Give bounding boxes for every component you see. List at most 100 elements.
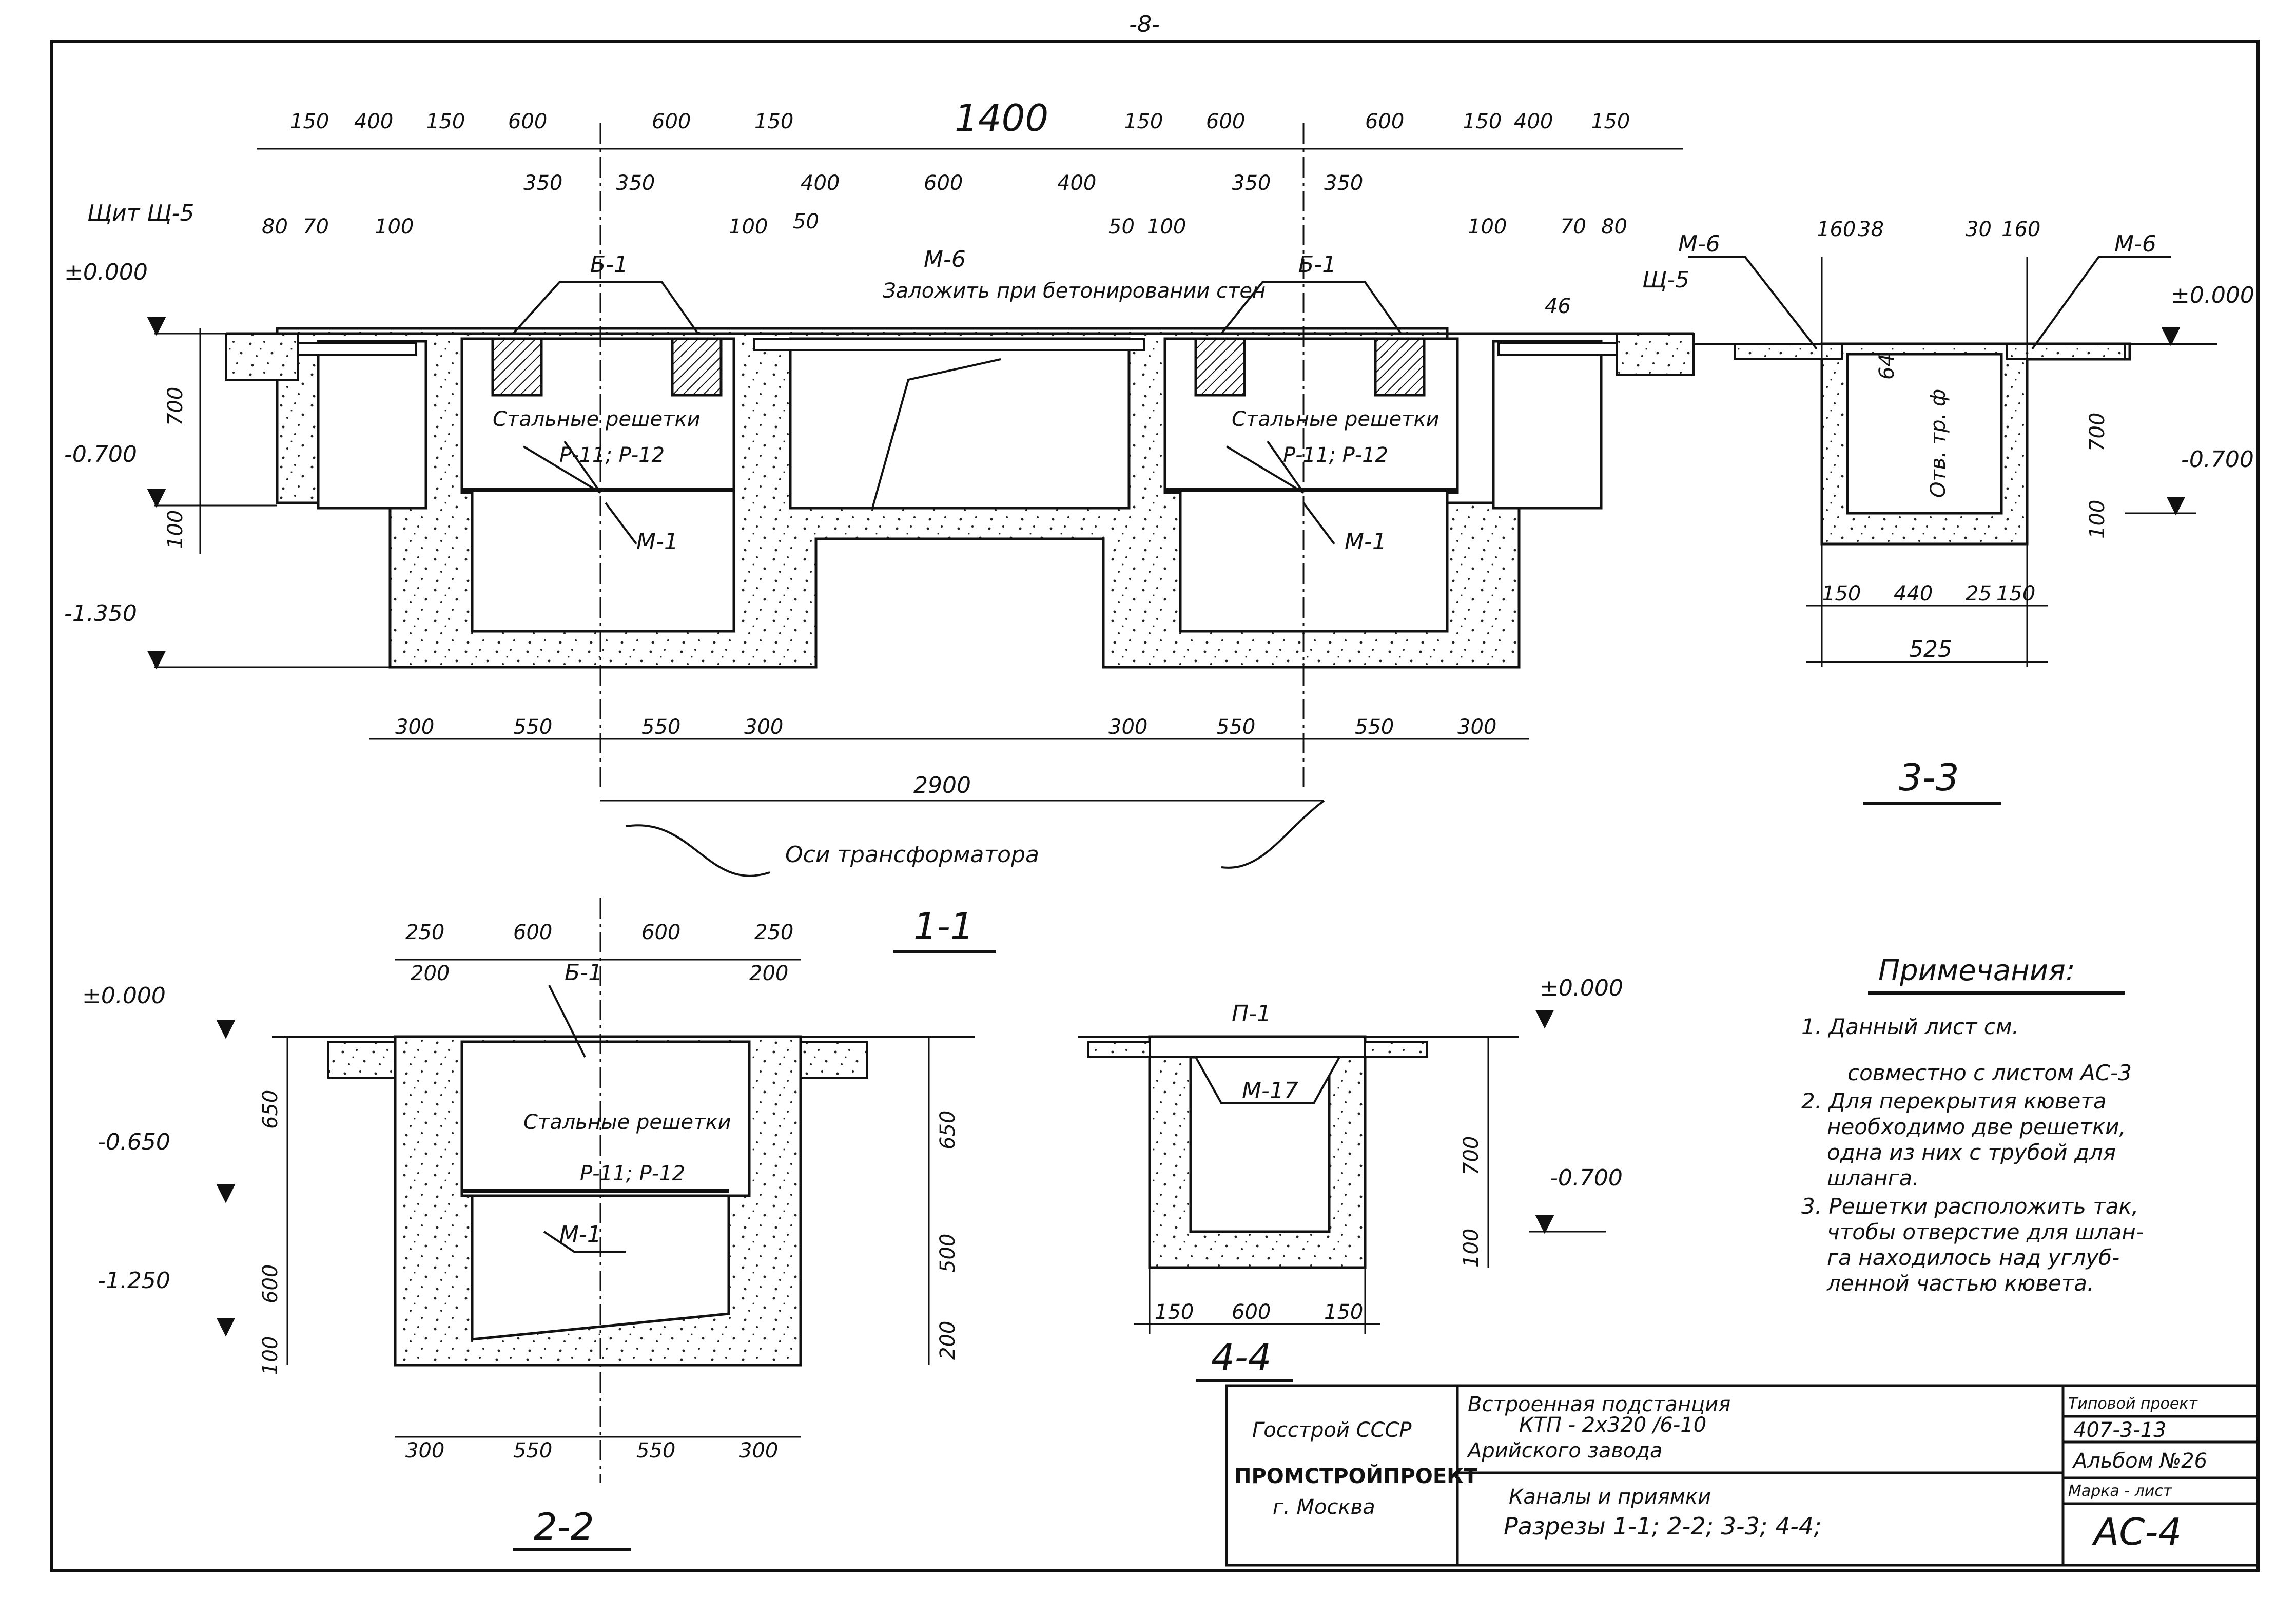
s22-lv-2: 600	[259, 1264, 282, 1303]
note-line-4: необходимо две решетки,	[1827, 1114, 2126, 1139]
tb-org2: ПРОМСТРОЙПРОЕКТ	[1234, 1464, 1478, 1488]
label-grates-left: Стальные решетки	[493, 407, 701, 431]
label-m6: М-6	[924, 246, 966, 272]
left-well	[460, 337, 735, 633]
dim-8: 150	[1124, 110, 1163, 133]
s22-grates: Стальные решетки	[523, 1111, 731, 1134]
dim-3: 150	[426, 110, 465, 133]
s22-bot-2: 550	[513, 1439, 552, 1463]
left-channel	[317, 340, 427, 510]
s44-level-700: -0.700	[1550, 1165, 1623, 1191]
sheet-frame	[50, 40, 2260, 1572]
tb-sheet-1: Каналы и приямки	[1509, 1485, 1711, 1509]
s33-level-700: -0.700	[2181, 446, 2254, 473]
small-dim-6: 50	[1108, 215, 1135, 239]
s33-vdim-700: 700	[2086, 413, 2109, 452]
label-b1-left: Б-1	[590, 251, 628, 278]
s44-vdim-700: 700	[1460, 1136, 1483, 1175]
label-46: 46	[1545, 295, 1571, 318]
label-grates-right-sub: Р-11; Р-12	[1283, 443, 1388, 467]
section-4-4-title: 4-4	[1211, 1336, 1272, 1379]
page-number: -8-	[1129, 11, 1160, 37]
tb-mark-label: Марка - лист	[2068, 1482, 2173, 1500]
s22-level-1250: -1.250	[98, 1268, 170, 1294]
bot-dim-3: 550	[641, 715, 680, 739]
s22-inner-1: 200	[411, 962, 450, 985]
s22-top-2: 600	[513, 921, 552, 944]
small-dim-9: 70	[1560, 215, 1586, 239]
s22-rv-1: 650	[936, 1111, 960, 1150]
dim-10: 600	[1365, 110, 1404, 133]
s33-bot-2: 440	[1894, 582, 1933, 606]
bot-dim-8: 300	[1457, 715, 1496, 739]
bot-dim-2: 550	[513, 715, 552, 739]
s22-level-650: -0.650	[98, 1129, 170, 1155]
inner-dim-r2: 350	[1324, 171, 1363, 195]
section-3-3	[1688, 256, 2217, 667]
dim-11: 150	[1463, 110, 1502, 133]
small-dim-10: 80	[1601, 215, 1627, 239]
s33-top-2: 38	[1858, 218, 1884, 241]
s33-vdim-64: 64	[1875, 354, 1899, 380]
label-grates-right: Стальные решетки	[1232, 407, 1439, 431]
s22-top-3: 600	[641, 921, 680, 944]
inner-dim-m3: 400	[1057, 171, 1096, 195]
label-grates-left-sub: Р-11; Р-12	[559, 443, 665, 467]
s33-level-0: ±0.000	[2171, 282, 2254, 308]
tb-sheet-2: Разрезы 1-1; 2-2; 3-3; 4-4;	[1504, 1512, 1822, 1540]
s33-top-4: 160	[2001, 218, 2040, 241]
s22-rv-3: 200	[936, 1321, 960, 1360]
inner-dim-m1: 400	[801, 171, 840, 195]
section-1-1-title: 1-1	[913, 905, 974, 948]
s22-lv-3: 100	[259, 1336, 282, 1375]
bot-dim-6: 550	[1216, 715, 1255, 739]
title-block	[1225, 1384, 2260, 1567]
s33-pipe: Отв. тр. ф	[1927, 389, 1950, 498]
tb-type-label: Типовой проект	[2068, 1395, 2198, 1413]
inner-dim-l2: 350	[616, 171, 655, 195]
s33-bot-1: 150	[1822, 582, 1861, 606]
label-b1-right: Б-1	[1298, 251, 1336, 278]
section-4-4	[1078, 1010, 1606, 1334]
small-dim-8: 100	[1468, 215, 1507, 239]
s22-level-0: ±0.000	[82, 983, 166, 1009]
tb-org1: Госстрой СССР	[1252, 1418, 1412, 1442]
dim-5: 600	[652, 110, 691, 133]
dim-1: 150	[290, 110, 329, 133]
s44-vdim-100: 100	[1460, 1229, 1483, 1268]
dim-13: 150	[1591, 110, 1630, 133]
bot-dim-1: 300	[395, 715, 434, 739]
s22-inner-2: 200	[749, 962, 788, 985]
s22-bot-3: 550	[636, 1439, 675, 1463]
section-3-3-title: 3-3	[1899, 756, 1959, 799]
tb-mark-value: АС-4	[2092, 1510, 2182, 1553]
right-well	[1163, 337, 1459, 633]
notes-block: Примечания: 1. Данный лист см. совместно…	[1801, 954, 2144, 1296]
section-2-2-title: 2-2	[534, 1505, 594, 1548]
section-2-2-text: 250 600 600 250 200 200 Б-1 ±0.000 -0.65…	[82, 921, 960, 1551]
label-m1-left: М-1	[636, 529, 678, 555]
note-line-2: совместно с листом АС-3	[1847, 1060, 2132, 1085]
note-line-9: га находилось над углуб-	[1827, 1245, 2119, 1270]
level-700: -0.700	[64, 441, 137, 468]
small-dim-2: 70	[303, 215, 329, 239]
s44-bot-3: 150	[1324, 1300, 1363, 1324]
beam-b1-right-2	[1374, 337, 1426, 397]
span-dim: 2900	[913, 772, 971, 798]
tb-org3: г. Москва	[1273, 1495, 1375, 1519]
s22-top-4: 250	[754, 921, 793, 944]
s33-vdim-100: 100	[2086, 500, 2109, 539]
tb-album: Альбом №26	[2072, 1449, 2207, 1473]
s44-level-0: ±0.000	[1540, 975, 1623, 1001]
s22-lv-1: 650	[259, 1090, 282, 1129]
s33-bot-3: 25	[1966, 582, 1992, 606]
beam-b1-left-2	[671, 337, 723, 397]
s22-b1: Б-1	[565, 960, 602, 986]
dim-2: 400	[354, 110, 393, 133]
vdim-700: 700	[164, 387, 187, 426]
small-dim-5: 50	[793, 210, 819, 233]
note-line-7: 3. Решетки расположить так,	[1801, 1194, 2138, 1219]
small-dim-4: 100	[729, 215, 768, 239]
s33-m6-left: М-6	[1678, 231, 1720, 257]
note-line-8: чтобы отверстие для шлан-	[1827, 1219, 2144, 1244]
